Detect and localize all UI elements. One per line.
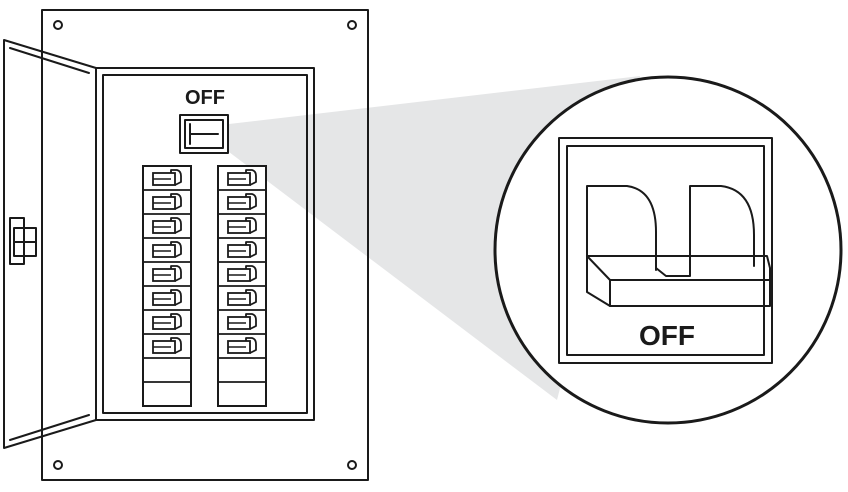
breaker-handle[interactable] xyxy=(170,241,182,258)
breaker-handle[interactable] xyxy=(170,217,182,234)
circuit-breaker-switch[interactable] xyxy=(152,313,182,330)
closeup-switch-label: OFF xyxy=(639,320,695,351)
circuit-breaker-switch[interactable] xyxy=(152,265,182,282)
breaker-handle[interactable] xyxy=(245,265,257,282)
mounting-screw xyxy=(347,460,357,470)
breaker-handle[interactable] xyxy=(245,337,257,354)
breaker-handle[interactable] xyxy=(245,289,257,306)
circuit-breaker-switch[interactable] xyxy=(227,241,257,258)
circuit-breaker-switch[interactable] xyxy=(227,289,257,306)
circuit-breaker-switch[interactable] xyxy=(152,337,182,354)
breaker-handle[interactable] xyxy=(245,217,257,234)
circuit-breaker-switch[interactable] xyxy=(227,313,257,330)
blank-breaker-slot xyxy=(145,360,189,380)
circuit-breaker-switch[interactable] xyxy=(152,169,182,186)
circuit-breaker-switch[interactable] xyxy=(227,337,257,354)
door-latch[interactable] xyxy=(9,217,37,265)
breaker-handle[interactable] xyxy=(245,241,257,258)
mounting-screw xyxy=(53,460,63,470)
breaker-handle[interactable] xyxy=(245,169,257,186)
breaker-column-left xyxy=(142,165,192,407)
circuit-breaker-switch[interactable] xyxy=(227,265,257,282)
circuit-breaker-switch[interactable] xyxy=(227,169,257,186)
mounting-screw xyxy=(53,20,63,30)
breaker-column-right xyxy=(217,165,267,407)
breaker-handle[interactable] xyxy=(170,337,182,354)
breaker-handle[interactable] xyxy=(170,169,182,186)
breaker-handle[interactable] xyxy=(245,313,257,330)
mounting-screw xyxy=(347,20,357,30)
panel-door[interactable] xyxy=(3,39,97,449)
circuit-breaker-switch[interactable] xyxy=(227,193,257,210)
main-switch-closeup xyxy=(586,185,771,307)
zoom-callout: OFF xyxy=(493,75,843,425)
breaker-handle[interactable] xyxy=(245,193,257,210)
breaker-handle[interactable] xyxy=(170,313,182,330)
main-switch-label: OFF xyxy=(185,87,225,109)
breaker-handle[interactable] xyxy=(170,193,182,210)
circuit-breaker-switch[interactable] xyxy=(152,241,182,258)
circuit-breaker-switch[interactable] xyxy=(152,217,182,234)
circuit-breaker-switch[interactable] xyxy=(152,289,182,306)
circuit-breaker-switch[interactable] xyxy=(152,193,182,210)
panel-back-plate xyxy=(41,9,369,481)
breaker-handle[interactable] xyxy=(170,289,182,306)
main-breaker-switch[interactable] xyxy=(179,114,229,154)
blank-breaker-slot xyxy=(220,360,264,380)
circuit-breaker-switch[interactable] xyxy=(227,217,257,234)
blank-breaker-slot xyxy=(220,384,264,404)
blank-breaker-slot xyxy=(145,384,189,404)
breaker-handle[interactable] xyxy=(170,265,182,282)
